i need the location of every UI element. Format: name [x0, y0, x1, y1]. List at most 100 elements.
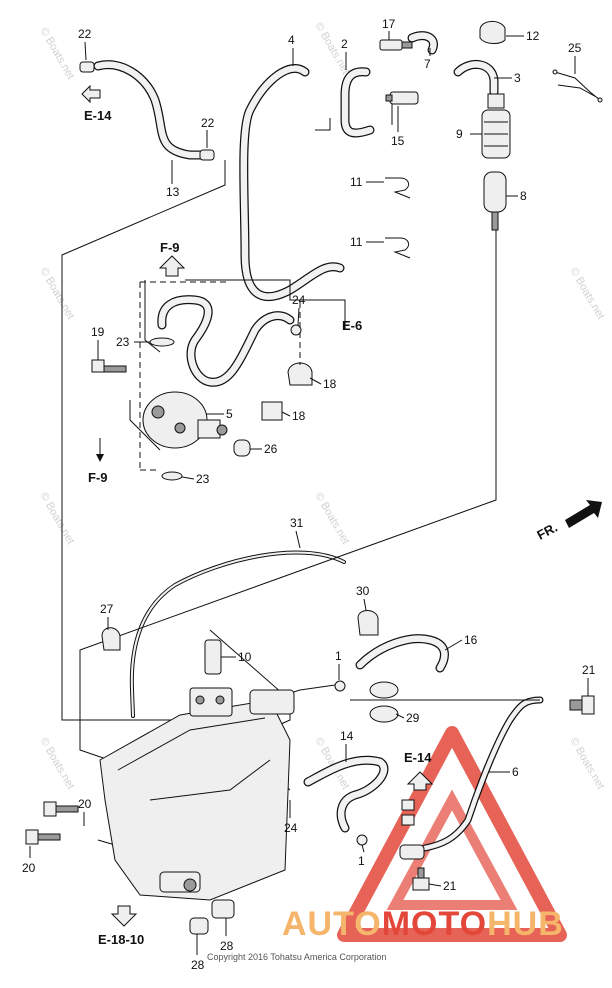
callout-14: 14: [340, 729, 354, 743]
callout-24: 24: [292, 293, 306, 307]
ref-f9-top: F-9: [160, 240, 180, 255]
strainer-9: [481, 93, 511, 159]
automotohub-logo: AUTOMOTOHUB: [282, 726, 567, 943]
cap-28-upper: [211, 899, 235, 919]
hose-14: [303, 755, 389, 833]
clip-24-upper: [290, 324, 302, 336]
ref-f9-left: F-9: [88, 470, 108, 485]
ref-e6: E-6: [342, 318, 362, 333]
watermark: © Boats.net: [567, 736, 606, 792]
callout-1: 1: [335, 649, 342, 663]
callout-2: 2: [341, 37, 348, 51]
callouts: 22 22 13 4 2 17 7 12 25 3 15 9 8 11 11 2…: [22, 17, 596, 972]
watermark-layer: © Boats.net © Boats.net © Boats.net © Bo…: [37, 21, 606, 792]
o-ring-23-upper: [149, 337, 175, 347]
bolt-20-lower: [25, 829, 61, 845]
ref-e14-top: E-14: [84, 108, 112, 123]
callout-20: 20: [22, 861, 36, 875]
callout-leaders: [29, 31, 589, 955]
callout-15: 15: [391, 134, 405, 148]
arrow-up-e14-icon: [406, 771, 434, 791]
fuel-filter-8: [483, 171, 507, 231]
clip-11-lower: [385, 237, 411, 259]
logo-text-hub: HUB: [487, 905, 564, 943]
clip-27: [101, 627, 121, 651]
arrow-left-e14-icon: [81, 84, 101, 104]
callout-24: 24: [284, 821, 298, 835]
callout-13: 13: [166, 185, 180, 199]
arrow-down-f9-icon: [96, 438, 104, 462]
gasket-26: [233, 439, 251, 457]
fuel-pump-5: [142, 391, 228, 449]
callout-11: 11: [350, 175, 363, 189]
clip-1-upper: [334, 680, 346, 692]
hose-2: [340, 67, 375, 138]
clamp-12: [479, 21, 506, 44]
hose-13: [93, 60, 210, 160]
o-ring-23-lower: [161, 471, 183, 481]
rubber-10: [204, 639, 222, 675]
forward-label: FR.: [534, 520, 560, 543]
arrow-down-e1810-icon: [110, 905, 138, 927]
callout-20: 20: [78, 797, 92, 811]
hose-3: [453, 60, 499, 97]
callout-25: 25: [568, 41, 582, 55]
callout-16: 16: [464, 633, 478, 647]
svg-text:AUTOMOTOHUB: AUTOMOTOHUB: [282, 905, 564, 943]
leader-lines: [61, 100, 540, 846]
clamp-18-upper: [287, 362, 313, 386]
callout-28: 28: [220, 939, 234, 953]
callout-22: 22: [201, 116, 215, 130]
cap-28-lower: [189, 917, 209, 935]
clip-1-lower: [356, 834, 368, 846]
callout-23: 23: [196, 472, 210, 486]
clip-11-upper: [385, 177, 411, 199]
callout-11: 11: [350, 235, 363, 249]
callout-23: 23: [116, 335, 130, 349]
clamp-18-lower: [261, 401, 283, 421]
callout-18: 18: [323, 377, 337, 391]
hose-f9-loop: [157, 295, 295, 387]
callout-18: 18: [292, 409, 306, 423]
callout-9: 9: [456, 127, 463, 141]
callout-31: 31: [290, 516, 304, 530]
callout-7: 7: [424, 57, 431, 71]
f9-boundary-box: [139, 281, 301, 471]
logo-text-auto: AUTO: [282, 905, 382, 943]
callout-4: 4: [288, 33, 295, 47]
callout-28: 28: [191, 958, 205, 972]
callout-29: 29: [406, 711, 420, 725]
bolt-19: [91, 359, 127, 373]
callout-5: 5: [226, 407, 233, 421]
vapor-separator-assembly: [99, 687, 295, 901]
hose-4: [239, 64, 345, 302]
callout-17: 17: [382, 17, 396, 31]
watermark: © Boats.net: [37, 26, 76, 82]
bolt-20-upper: [43, 801, 79, 817]
hose-16: [355, 634, 449, 673]
callout-22: 22: [78, 27, 92, 41]
bolt-21-upper: [569, 695, 595, 715]
connector-17: [379, 39, 413, 51]
callout-12: 12: [526, 29, 540, 43]
watermark: © Boats.net: [312, 491, 351, 547]
callout-6: 6: [512, 765, 519, 779]
callout-3: 3: [514, 71, 521, 85]
callout-27: 27: [100, 602, 114, 616]
bracket-25: [552, 69, 603, 103]
fitting-stack: [399, 799, 425, 860]
callout-1: 1: [358, 854, 365, 868]
clip-22-upper: [79, 61, 95, 73]
callout-21: 21: [443, 879, 457, 893]
hose-31: [129, 550, 346, 718]
copyright-notice: Copyright 2016 Tohatsu America Corporati…: [207, 952, 386, 962]
joint-15: [385, 91, 419, 105]
watermark: © Boats.net: [567, 266, 606, 322]
watermark: © Boats.net: [37, 266, 76, 322]
clip-30: [357, 610, 379, 636]
arrow-up-f9-icon: [158, 255, 186, 277]
logo-text-moto: MOTO: [382, 905, 487, 943]
watermark: © Boats.net: [37, 491, 76, 547]
forward-arrow-icon: [565, 500, 602, 528]
clip-22-lower: [199, 149, 215, 161]
